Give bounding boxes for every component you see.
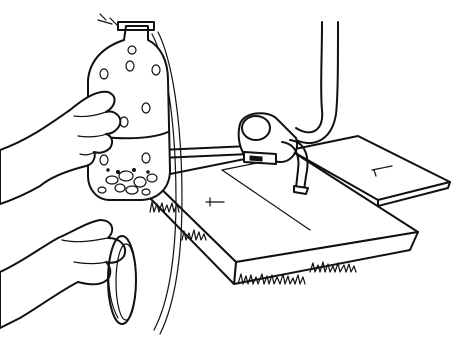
lid-icon [289,135,451,207]
pipe-icon [295,21,339,144]
coiled-tube-icon [107,235,137,325]
tube-icon [151,31,251,335]
grass-icon [149,201,357,285]
board-icon [147,149,419,285]
hand-left-icon [0,90,122,205]
hand-bottom-icon [0,219,126,329]
clamp-icon [237,112,309,195]
